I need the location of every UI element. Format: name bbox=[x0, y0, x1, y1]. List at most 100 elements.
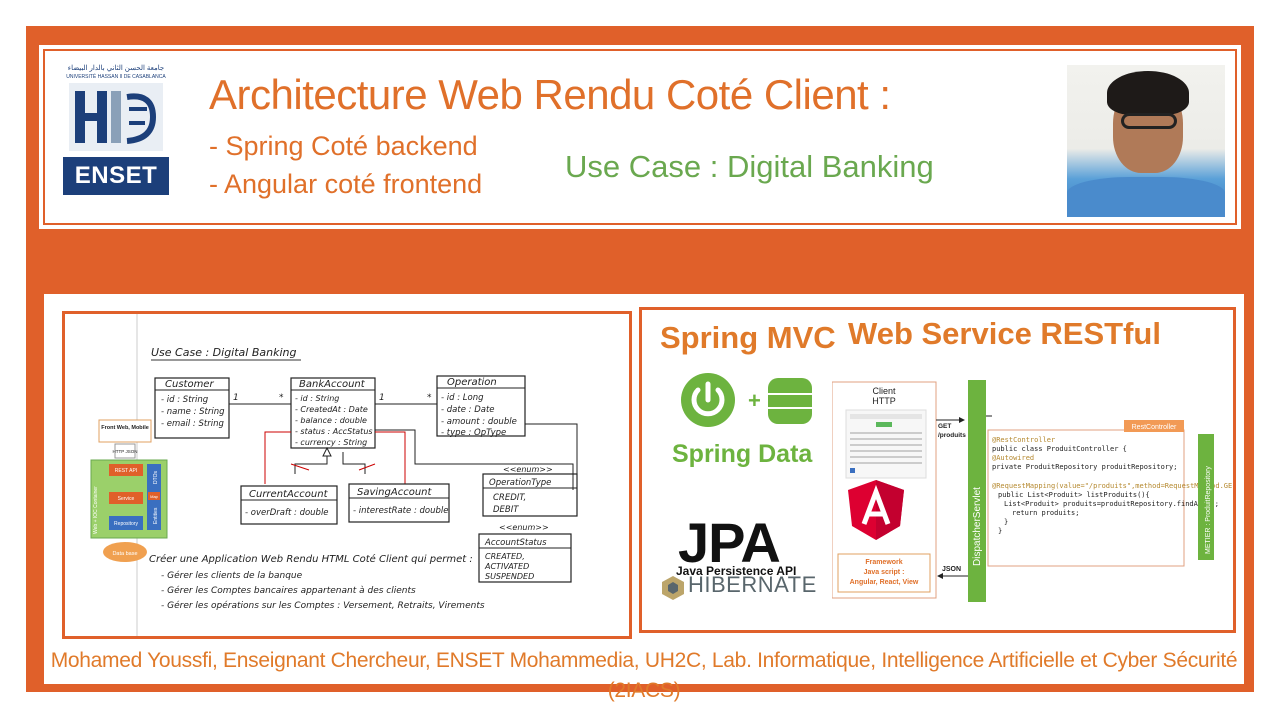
bullet-backend: - Spring Coté backend bbox=[209, 131, 478, 161]
dispatcher-label: DispatcherServlet bbox=[972, 487, 983, 566]
class-bankaccount: BankAccount - id : String - CreatedAt : … bbox=[290, 377, 376, 449]
task-accounts: - Gérer les Comptes bancaires appartenan… bbox=[161, 585, 416, 596]
page-title: Architecture Web Rendu Coté Client : bbox=[209, 71, 891, 118]
arch-map: Map bbox=[150, 494, 159, 499]
arch-service: Service bbox=[118, 496, 135, 502]
arch-db: Data base bbox=[112, 551, 137, 557]
enum-optype-name: OperationType bbox=[489, 478, 551, 488]
web-service-title: Web Service RESTful bbox=[848, 316, 1161, 351]
enum-optype-debit: DEBIT bbox=[493, 505, 519, 515]
mult-customer: 1 bbox=[233, 393, 239, 403]
currentaccount-attr: - overDraft : double bbox=[245, 508, 329, 518]
enset-logo-text: ENSET bbox=[63, 157, 169, 195]
operation-attr-date: - date : Date bbox=[441, 405, 495, 415]
metier-label: METIER : ProduitRepository bbox=[1205, 466, 1212, 554]
produits-label: /produits bbox=[938, 432, 966, 439]
operation-attr-id: - id : Long bbox=[441, 393, 484, 403]
enum-operationtype: OperationType CREDIT, DEBIT bbox=[482, 473, 578, 517]
university-logo: جامعة الحسن الثاني بالدار البيضاء UNIVER… bbox=[63, 65, 169, 195]
bankaccount-attr-balance: - balance : double bbox=[295, 416, 367, 425]
client-http-label: HTTP bbox=[872, 396, 896, 406]
code-line-2: public class ProduitController { bbox=[992, 445, 1127, 453]
restful-diagram: Client HTTP Framework Java script : Angu… bbox=[832, 380, 1232, 602]
task-clients: - Gérer les clients de la banque bbox=[161, 570, 303, 581]
class-customer: Customer - id : String - name : String -… bbox=[154, 377, 230, 439]
jpa-sub-label: Java Persistence API bbox=[676, 564, 797, 578]
header-panel: جامعة الحسن الثاني بالدار البيضاء UNIVER… bbox=[36, 42, 1244, 232]
class-operation-name: Operation bbox=[447, 377, 497, 388]
code-line-8: return produits; bbox=[1012, 509, 1079, 517]
operation-attr-amount: - amount : double bbox=[441, 417, 517, 427]
framework-list-label: Angular, React, View bbox=[850, 579, 919, 586]
class-savingaccount-name: SavingAccount bbox=[357, 487, 432, 498]
get-label: GET bbox=[938, 423, 951, 430]
code-line-6: public List<Produit> listProduits(){ bbox=[998, 491, 1150, 499]
customer-attr-id: - id : String bbox=[161, 395, 209, 405]
code-line-10: } bbox=[998, 527, 1002, 535]
bankaccount-attr-createdat: - CreatedAt : Date bbox=[295, 405, 368, 414]
footer-credits: Mohamed Youssfi, Enseignant Chercheur, E… bbox=[44, 646, 1244, 702]
bullet-frontend: - Angular coté frontend bbox=[209, 169, 483, 199]
enum-status-created: CREATED, bbox=[485, 552, 525, 561]
task-intro: Créer une Application Web Rendu HTML Cot… bbox=[149, 553, 473, 565]
arch-container: Web + IOC Container bbox=[93, 486, 99, 534]
class-currentaccount-name: CurrentAccount bbox=[249, 489, 329, 500]
code-line-1: @RestController bbox=[992, 436, 1055, 444]
arch-repo: Repository bbox=[114, 521, 138, 527]
arch-mini-diagram: Front Web, Mobile HTTP JSON Web + IOC Co… bbox=[90, 419, 168, 562]
class-bankaccount-name: BankAccount bbox=[299, 379, 366, 390]
jpa-label: JPA bbox=[678, 511, 781, 574]
author-photo bbox=[1067, 65, 1225, 217]
enum-accountstatus: AccountStatus CREATED, ACTIVATED SUSPEND… bbox=[478, 533, 572, 583]
task-operations: - Gérer les opérations sur les Comptes :… bbox=[161, 600, 485, 611]
tech-stack-box: Spring MVC Web Service RESTful + Spring … bbox=[639, 307, 1236, 633]
header-inner: جامعة الحسن الثاني بالدار البيضاء UNIVER… bbox=[43, 49, 1237, 225]
bankaccount-attr-currency: - currency : String bbox=[295, 438, 367, 447]
rest-controller-label: RestController bbox=[1132, 424, 1177, 431]
uml-diagram-box: Use Case : Digital Banking Customer - id… bbox=[62, 311, 632, 639]
uml-diagram: Use Case : Digital Banking Customer - id… bbox=[90, 314, 578, 636]
use-case-title: Use Case : Digital Banking bbox=[565, 149, 934, 184]
enum-optype-credit: CREDIT, bbox=[493, 493, 526, 503]
class-savingaccount: SavingAccount - interestRate : double bbox=[348, 483, 450, 523]
operation-attr-type: - type : OpType bbox=[441, 428, 506, 438]
class-currentaccount: CurrentAccount - overDraft : double bbox=[240, 485, 338, 525]
code-line-9: } bbox=[1004, 518, 1008, 526]
framework-label: Framework bbox=[865, 559, 902, 566]
code-line-5: @RequestMapping(value="/produits",method… bbox=[992, 482, 1232, 490]
arch-dtos: DTOs bbox=[153, 471, 159, 484]
framework-js-label: Java script : bbox=[864, 569, 905, 576]
customer-attr-name: - name : String bbox=[161, 407, 225, 417]
spring-data-label: Spring Data bbox=[672, 440, 813, 468]
class-customer-name: Customer bbox=[165, 379, 214, 390]
bankaccount-attr-status: - status : AccStatus bbox=[295, 427, 373, 436]
uh-emblem bbox=[69, 83, 163, 151]
mult-account-op: 1 bbox=[379, 393, 385, 403]
client-label: Client bbox=[872, 386, 896, 396]
svg-text:+: + bbox=[748, 388, 761, 413]
savingaccount-attr: - interestRate : double bbox=[353, 506, 448, 516]
enum-status-stereo: <<enum>> bbox=[499, 523, 549, 532]
arch-entities: Entities bbox=[153, 507, 159, 524]
hibernate-label: HIBERNATE bbox=[688, 572, 817, 597]
mult-account: * bbox=[279, 393, 284, 403]
json-label: JSON bbox=[942, 566, 961, 573]
enum-status-suspended: SUSPENDED bbox=[485, 572, 534, 581]
arch-front: Front Web, Mobile bbox=[101, 425, 149, 431]
enum-optype-stereo: <<enum>> bbox=[503, 465, 553, 474]
logo-arabic: جامعة الحسن الثاني بالدار البيضاء UNIVER… bbox=[66, 65, 166, 80]
code-line-3: @Autowired bbox=[992, 454, 1034, 462]
enum-status-name: AccountStatus bbox=[484, 538, 547, 548]
code-line-7: List<Produit> produits=produitRepository… bbox=[1004, 500, 1219, 508]
arch-rest: REST API bbox=[115, 468, 137, 474]
bankaccount-attr-id: - id : String bbox=[295, 394, 339, 403]
spring-data-icon: + bbox=[681, 373, 812, 427]
spring-mvc-title: Spring MVC bbox=[660, 320, 836, 355]
arch-http: HTTP JSON bbox=[113, 449, 138, 454]
mult-operation: * bbox=[427, 393, 432, 403]
enum-status-activated: ACTIVATED bbox=[484, 562, 529, 571]
class-operation: Operation - id : Long - date : Date - am… bbox=[436, 375, 526, 438]
uml-title: Use Case : Digital Banking bbox=[151, 346, 296, 359]
code-line-4: private ProduitRepository produitReposit… bbox=[992, 463, 1177, 471]
hibernate-icon bbox=[662, 576, 684, 600]
